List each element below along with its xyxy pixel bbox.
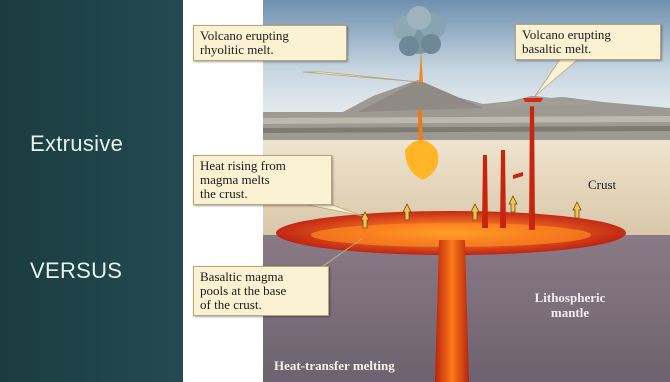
label-heat-transfer-melting: Heat-transfer melting: [274, 358, 395, 373]
callout-basaltic: Volcano erupting basaltic melt.: [515, 24, 661, 60]
label-lithospheric-mantle: Lithospheric mantle: [530, 290, 610, 320]
label-crust: Crust: [588, 177, 616, 192]
magma-feeder-stem: [435, 240, 469, 382]
left-panel: Extrusive VERSUS: [0, 0, 183, 382]
basaltic-dike: [529, 98, 535, 230]
callout-heat-rising: Heat rising from magma melts the crust.: [193, 155, 332, 205]
callout-basaltic-pools: Basaltic magma pools at the base of the …: [193, 266, 329, 316]
heading-extrusive: Extrusive: [30, 131, 123, 157]
heading-versus: VERSUS: [30, 258, 122, 284]
callout-rhyolitic: Volcano erupting rhyolitic melt.: [193, 25, 347, 61]
